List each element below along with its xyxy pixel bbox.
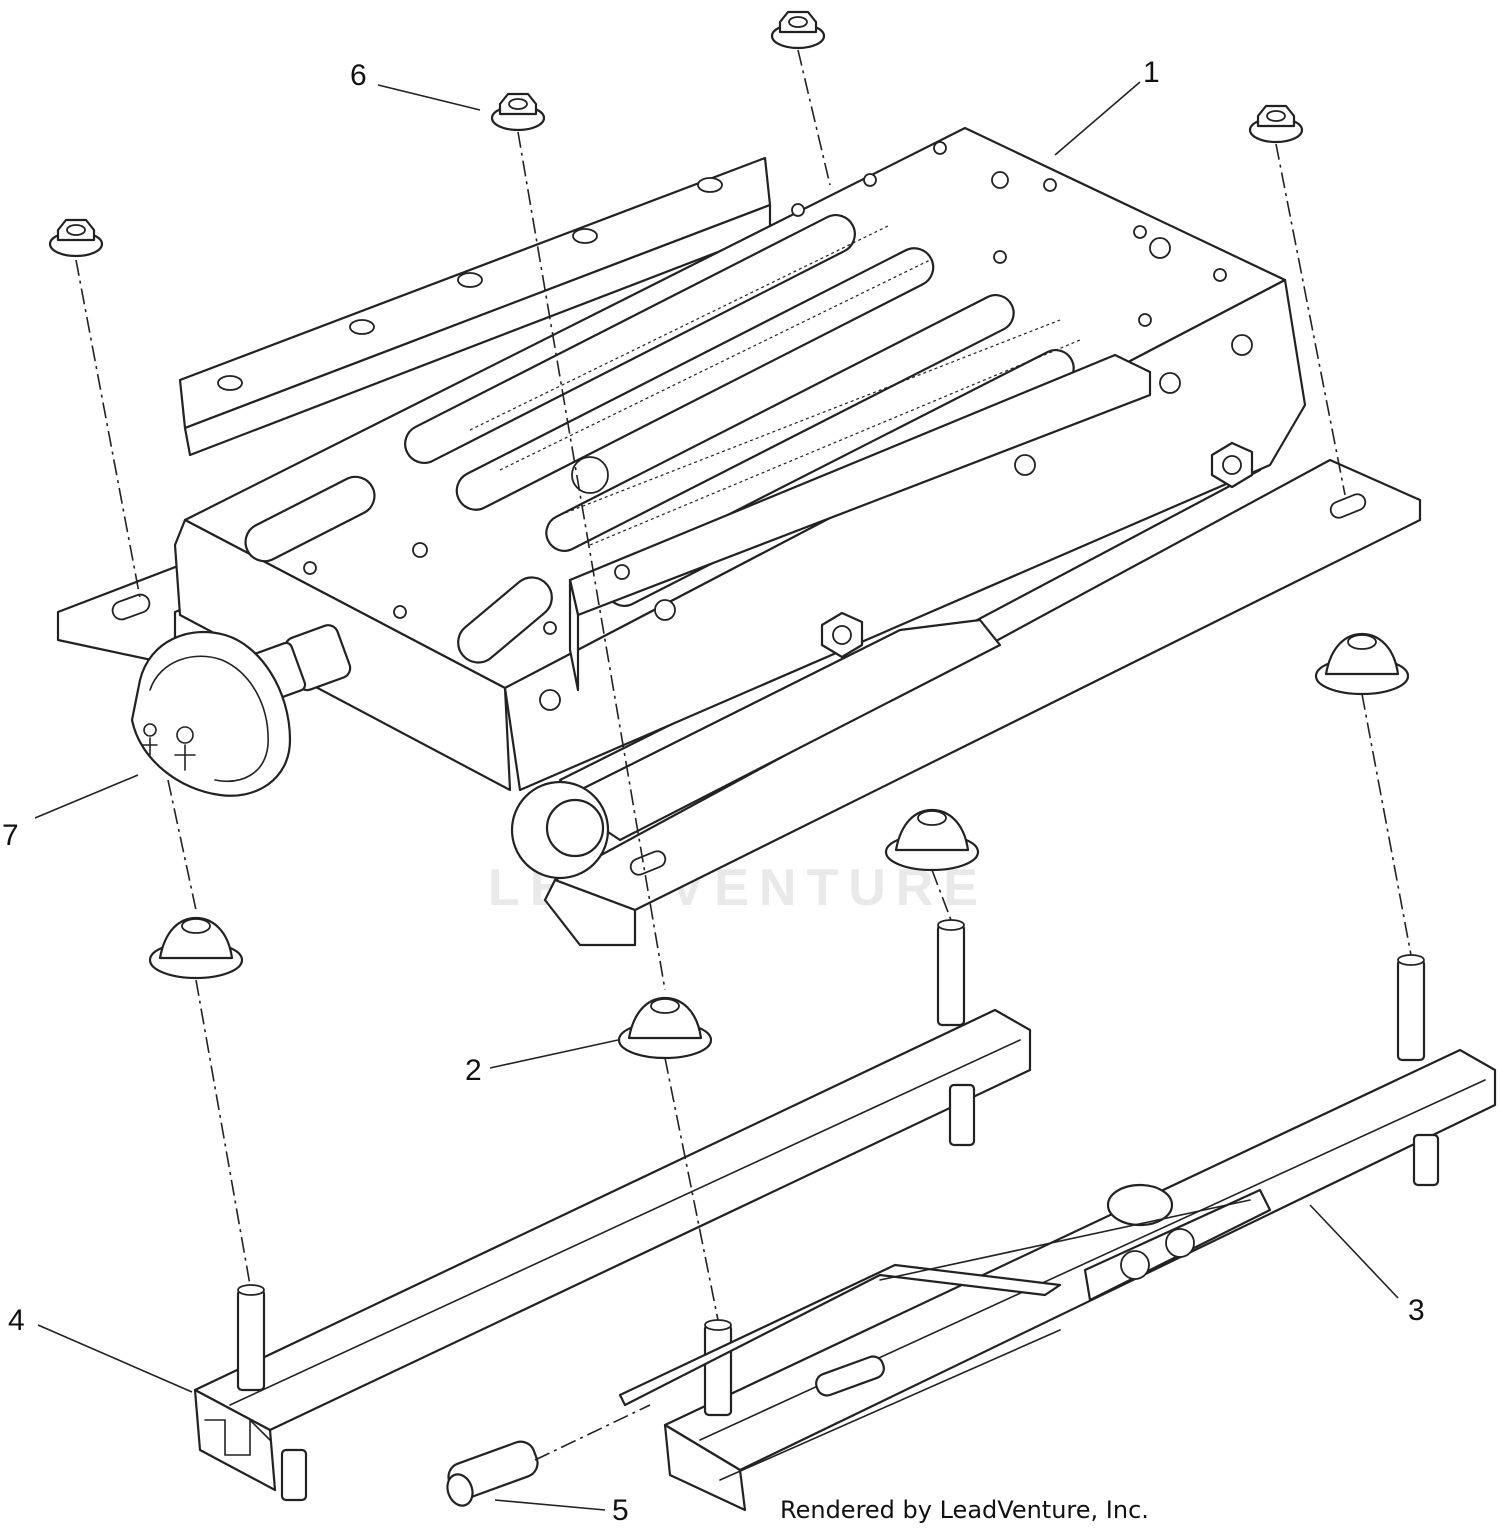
callout-2: 2	[465, 1054, 482, 1087]
grommet-icon	[884, 808, 980, 872]
callout-4: 4	[8, 1304, 25, 1337]
callout-5: 5	[612, 1494, 629, 1527]
leader-lines	[34, 81, 1399, 1511]
flange-nut-icon	[770, 10, 826, 50]
grommet-icon	[617, 996, 713, 1060]
lock-nut	[820, 611, 864, 659]
flange-nut-icon	[1248, 104, 1304, 144]
adjust-knob-icon	[130, 630, 292, 797]
callout-6: 6	[350, 59, 367, 92]
callout-3: 3	[1408, 1294, 1425, 1327]
slide-rail-left	[193, 919, 1032, 1502]
callout-7: 7	[2, 819, 19, 852]
lock-nut	[1210, 441, 1254, 489]
slide-rail-right	[618, 954, 1497, 1512]
grommet-icon	[1314, 632, 1410, 696]
pin-part	[446, 1440, 539, 1507]
grommet-icon	[148, 916, 244, 980]
suspension-assembly	[56, 126, 1422, 947]
flange-nut-icon	[490, 92, 546, 132]
render-credit: Rendered by LeadVenture, Inc.	[780, 1496, 1149, 1524]
callout-1: 1	[1143, 56, 1160, 89]
assembly-center-lines	[75, 49, 1412, 1461]
spring-icon	[469, 224, 1081, 546]
flange-nut-icon	[48, 218, 104, 258]
